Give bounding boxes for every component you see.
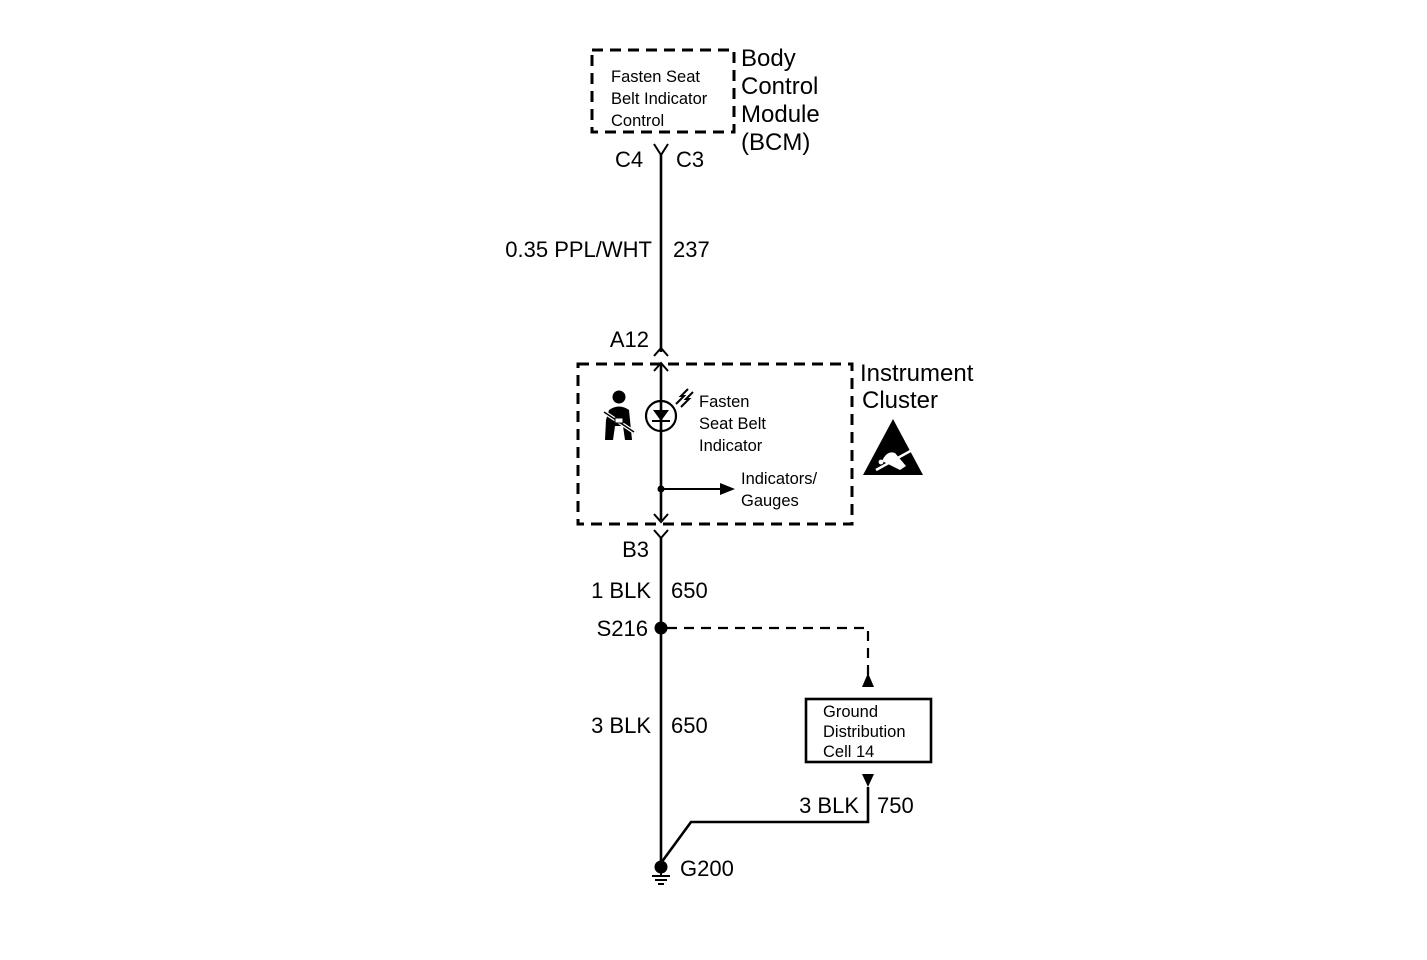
wire-237-circuit: 237 (673, 237, 710, 262)
bcm-name-line-3: Module (741, 101, 820, 128)
ground-icon (652, 873, 670, 885)
b3-connector-inner-symbol (653, 513, 669, 524)
wire-650-upper-gauge-color: 1 BLK (591, 578, 651, 603)
cluster-name-line-2: Cluster (862, 387, 938, 414)
bcm-name-line-2: Control (741, 73, 818, 100)
splice-s216 (654, 621, 668, 635)
wire-237-gauge-color: 0.35 PPL/WHT (505, 237, 652, 262)
dashed-link-arrow-icon (862, 673, 874, 687)
ground-distribution-dashed-link (667, 626, 870, 676)
wire-750 (659, 787, 870, 864)
bcm-pin-c3: C3 (676, 147, 704, 172)
lamp-label-line-3: Indicator (699, 437, 763, 455)
a12-connector-symbol (653, 346, 669, 357)
bcm-function-line-2: Belt Indicator (611, 90, 708, 108)
bcm-pin-c4: C4 (615, 147, 643, 172)
wire-750-arrow-icon (862, 774, 874, 787)
bcm-name-line-1: Body (741, 45, 796, 72)
b3-connector-symbol (653, 529, 669, 540)
wire-650-lower-circuit: 650 (671, 713, 708, 738)
seat-belt-icon (602, 390, 636, 440)
wire-750-gauge-color: 3 BLK (799, 793, 859, 818)
indicators-label-line-2: Gauges (741, 492, 799, 510)
ground-g200-label: G200 (680, 856, 734, 881)
instrument-cluster-box (576, 362, 854, 526)
wire-650-upper-circuit: 650 (671, 578, 708, 603)
bcm-box (590, 48, 736, 134)
esd-warning-icon (863, 419, 923, 475)
wire-650-lower-gauge-color: 3 BLK (591, 713, 651, 738)
cluster-pin-a12: A12 (610, 327, 649, 352)
lamp-label-line-1: Fasten (699, 393, 749, 411)
bcm-function-line-1: Fasten Seat (611, 68, 700, 86)
lamp-icon (644, 388, 694, 433)
ground-distribution-line-3: Cell 14 (823, 743, 874, 761)
wire-750-circuit: 750 (877, 793, 914, 818)
cluster-pin-b3: B3 (622, 537, 649, 562)
bcm-function-line-3: Control (611, 112, 664, 130)
ground-distribution-line-1: Ground (823, 703, 878, 721)
cluster-name-line-1: Instrument (860, 360, 974, 387)
indicators-label-line-1: Indicators/ (741, 470, 818, 488)
ground-g200-junction (654, 860, 668, 874)
ground-distribution-box (804, 697, 933, 764)
bcm-connector-symbol (653, 143, 669, 157)
lamp-label-line-2: Seat Belt (699, 415, 766, 433)
splice-s216-label: S216 (597, 616, 648, 641)
indicators-arrow-icon (720, 483, 735, 495)
ground-distribution-line-2: Distribution (823, 723, 906, 741)
bcm-name-line-4: (BCM) (741, 129, 810, 156)
